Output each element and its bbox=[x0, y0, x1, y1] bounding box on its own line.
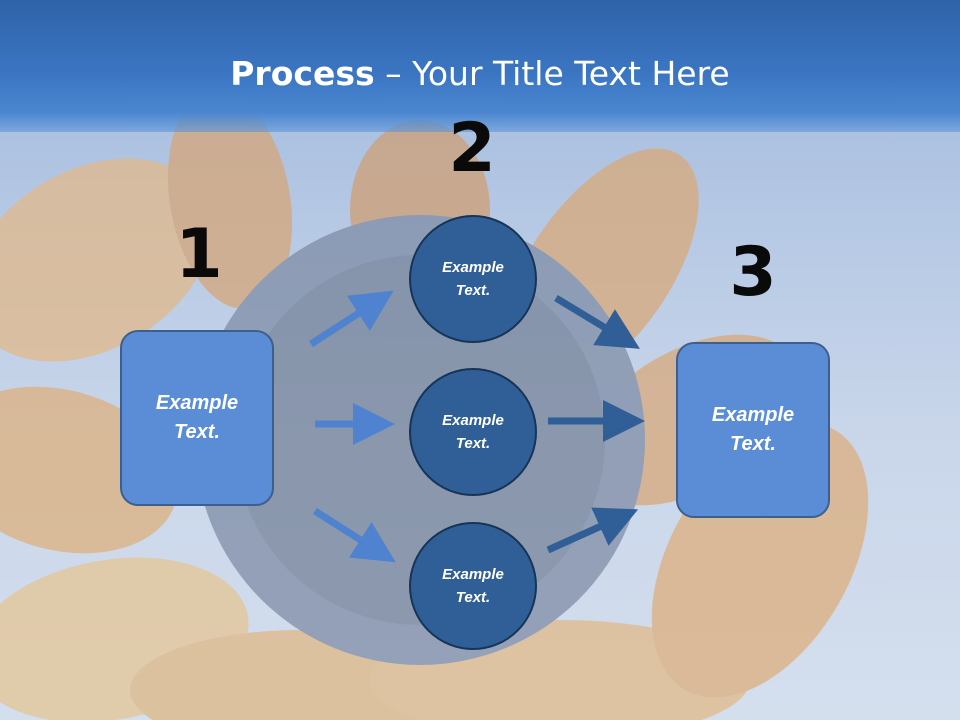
arrow-left-to-bottom bbox=[313, 508, 396, 563]
arrow-top-to-right bbox=[554, 295, 640, 349]
process-circle-bottom: Example Text. bbox=[409, 522, 537, 650]
step-number-2: 2 bbox=[448, 109, 496, 188]
title-bold: Process bbox=[230, 54, 375, 93]
circle-top-label: Example Text. bbox=[442, 259, 504, 299]
right-process-box: Example Text. bbox=[676, 342, 830, 518]
title-band bbox=[0, 0, 960, 132]
right-box-label: Example Text. bbox=[711, 404, 795, 455]
process-circle-middle: Example Text. bbox=[409, 368, 537, 496]
arrow-bottom-to-right bbox=[546, 507, 639, 554]
left-process-box: Example Text. bbox=[120, 330, 274, 506]
step-number-1: 1 bbox=[175, 215, 223, 294]
step-number-3: 3 bbox=[729, 233, 777, 312]
arrow-left-to-top bbox=[309, 290, 394, 347]
title-rest: – Your Title Text Here bbox=[374, 54, 730, 93]
slide-title: Process – Your Title Text Here bbox=[0, 52, 960, 96]
circle-bottom-label: Example Text. bbox=[442, 566, 504, 606]
circle-middle-label: Example Text. bbox=[442, 412, 504, 452]
left-box-label: Example Text. bbox=[155, 392, 239, 443]
process-circle-top: Example Text. bbox=[409, 215, 537, 343]
